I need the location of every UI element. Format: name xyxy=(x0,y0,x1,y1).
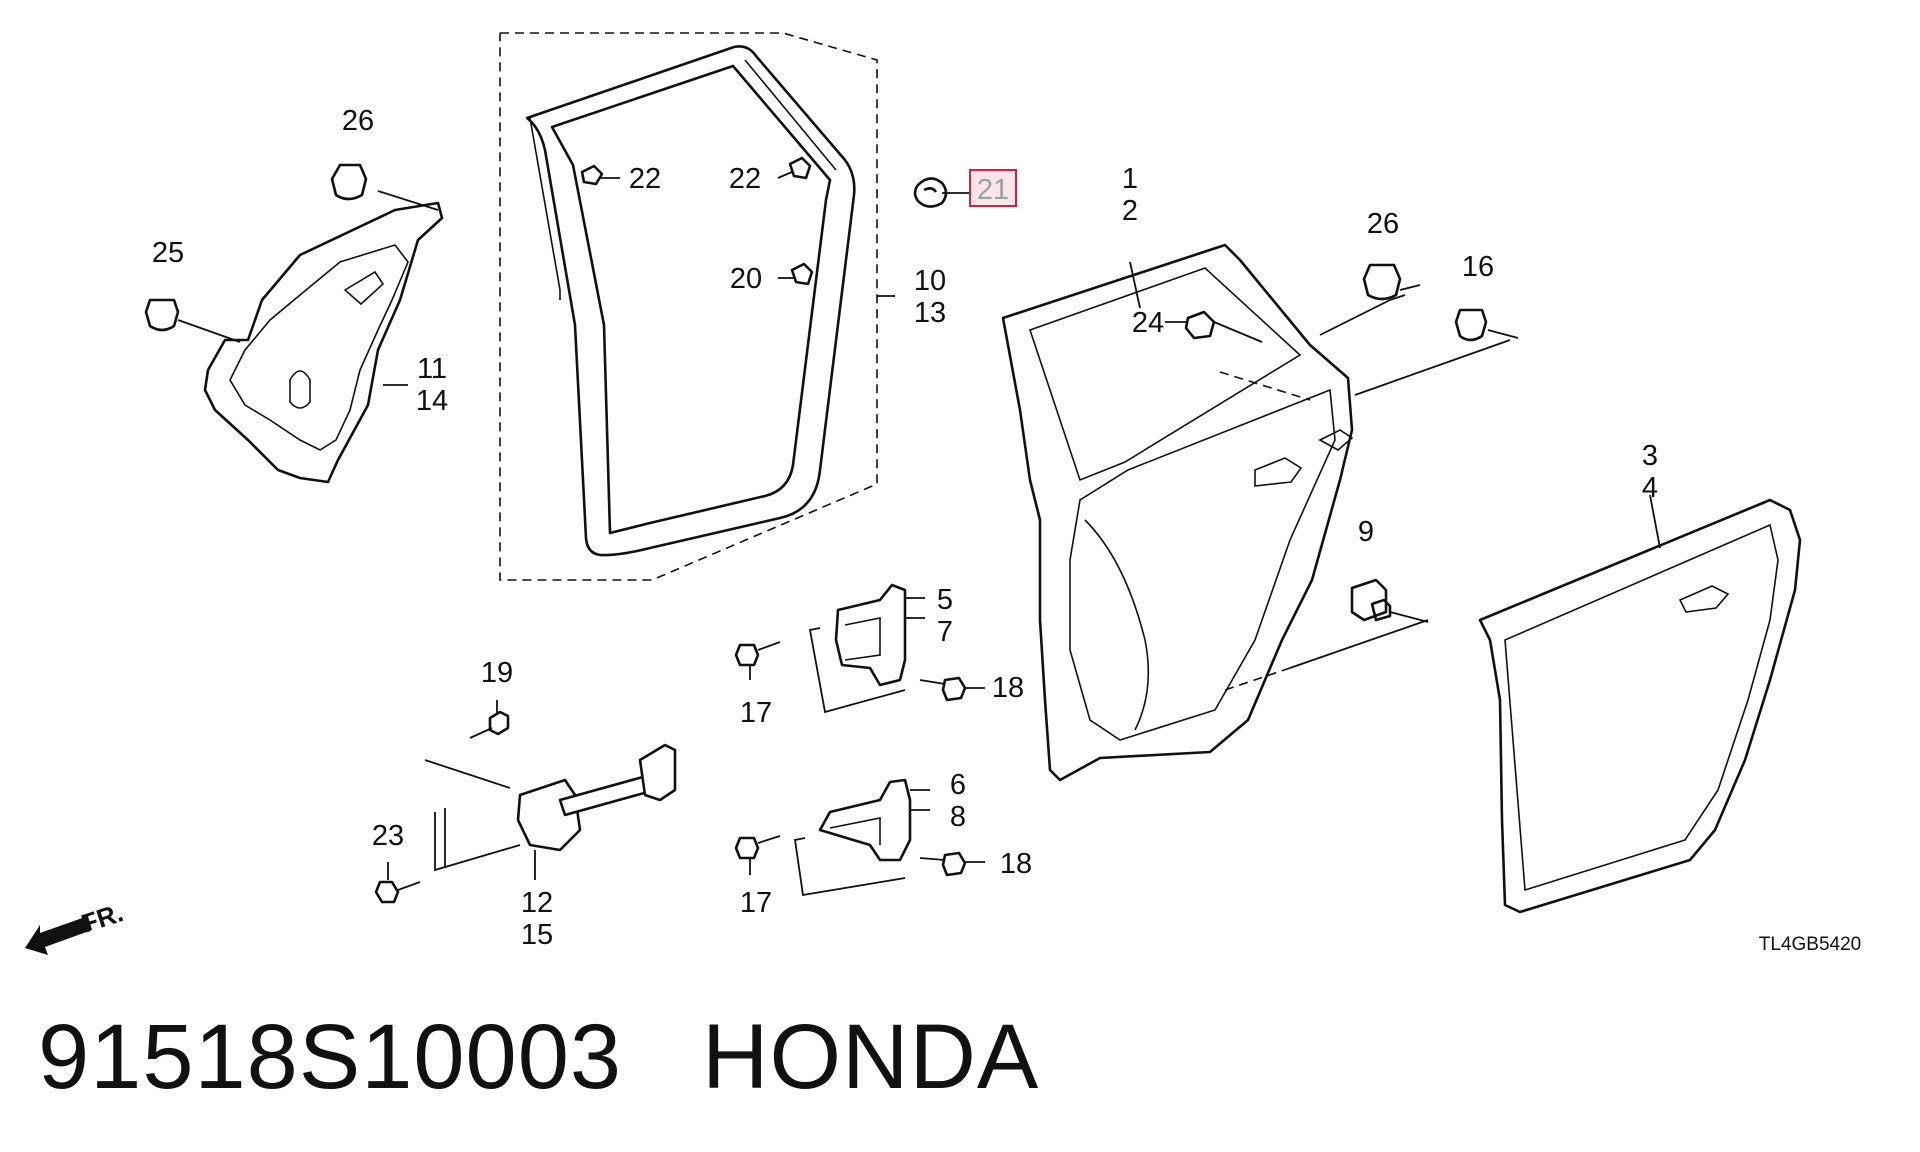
callout-17-lower: 17 xyxy=(740,887,772,919)
weatherstrip-group xyxy=(499,32,895,581)
direction-label: FR. xyxy=(78,897,127,938)
bolt-18-lower[interactable] xyxy=(941,851,967,877)
inner-panel-group xyxy=(144,163,444,484)
clip-22-left[interactable] xyxy=(580,164,604,186)
callout-5: 5 xyxy=(937,584,953,616)
drawing-code: TL4GB5420 xyxy=(1759,934,1861,955)
lower-hinge[interactable] xyxy=(818,778,912,862)
front-direction-arrow: FR. xyxy=(25,897,127,955)
callout-15: 15 xyxy=(521,919,553,951)
callout-19: 19 xyxy=(481,657,513,689)
outer-skin-group xyxy=(1478,494,1802,914)
bolt-19[interactable] xyxy=(488,710,510,736)
footer: 91518S10003 HONDA xyxy=(38,1005,1039,1115)
callout-23: 23 xyxy=(372,820,404,852)
callout-3: 3 xyxy=(1642,440,1658,472)
callout-26-left: 26 xyxy=(342,105,374,137)
door-checker-group xyxy=(374,700,677,904)
callout-21[interactable]: 21 xyxy=(977,174,1009,206)
door-checker[interactable] xyxy=(516,778,582,852)
clip-22-right[interactable] xyxy=(788,156,812,180)
callout-12: 12 xyxy=(521,887,553,919)
callout-1: 1 xyxy=(1122,163,1138,195)
grommet-26-right[interactable] xyxy=(1362,263,1402,301)
rear-door-frame[interactable] xyxy=(1001,243,1354,782)
lower-hinge-group xyxy=(734,778,985,897)
clip-20[interactable] xyxy=(790,262,814,286)
callout-20: 20 xyxy=(730,263,762,295)
grommet-25[interactable] xyxy=(144,298,180,332)
grommet-16[interactable] xyxy=(1454,308,1488,342)
grommet-26-left[interactable] xyxy=(330,163,368,201)
brand-name: HONDA xyxy=(702,1006,1040,1108)
callout-16: 16 xyxy=(1462,251,1494,283)
upper-hinge[interactable] xyxy=(834,583,907,687)
callout-4: 4 xyxy=(1642,472,1658,504)
callout-24: 24 xyxy=(1132,307,1164,339)
callout-26-right: 26 xyxy=(1367,208,1399,240)
callout-13: 13 xyxy=(914,297,946,329)
callout-7: 7 xyxy=(937,616,953,648)
checker-end[interactable] xyxy=(638,743,677,802)
clip-21[interactable] xyxy=(913,177,948,208)
callout-9: 9 xyxy=(1358,516,1374,548)
inner-door-panel[interactable] xyxy=(203,201,444,484)
callout-10: 10 xyxy=(914,265,946,297)
callout-17-upper: 17 xyxy=(740,697,772,729)
stopper-9[interactable] xyxy=(1350,578,1392,622)
callout-25: 25 xyxy=(152,237,184,269)
bolt-23[interactable] xyxy=(374,880,400,904)
callout-2: 2 xyxy=(1122,195,1138,227)
checker-arm[interactable] xyxy=(558,773,657,817)
callout-22-left: 22 xyxy=(629,163,661,195)
clip-21-group xyxy=(913,169,1017,208)
callout-22-right: 22 xyxy=(729,163,761,195)
callout-6: 6 xyxy=(950,769,966,801)
part-number: 91518S10003 xyxy=(38,1006,623,1108)
callout-18-lower: 18 xyxy=(1000,848,1032,880)
highlight-box-21 xyxy=(969,169,1017,207)
callout-labels: 1 2 3 4 5 7 6 8 9 10 13 11 14 12 15 16 1… xyxy=(152,105,1861,955)
door-frame-group xyxy=(1001,243,1511,782)
outer-door-skin[interactable] xyxy=(1478,498,1802,914)
callout-14: 14 xyxy=(416,385,448,417)
bolt-17-lower[interactable] xyxy=(734,836,760,860)
grommet-24[interactable] xyxy=(1184,310,1216,340)
bolt-17-upper[interactable] xyxy=(734,643,760,667)
callout-11: 11 xyxy=(417,353,447,385)
bolt-18-upper[interactable] xyxy=(941,676,967,702)
callout-18-upper: 18 xyxy=(992,672,1024,704)
door-weatherstrip[interactable] xyxy=(525,45,856,557)
callout-8: 8 xyxy=(950,801,966,833)
upper-hinge-group xyxy=(734,583,985,714)
